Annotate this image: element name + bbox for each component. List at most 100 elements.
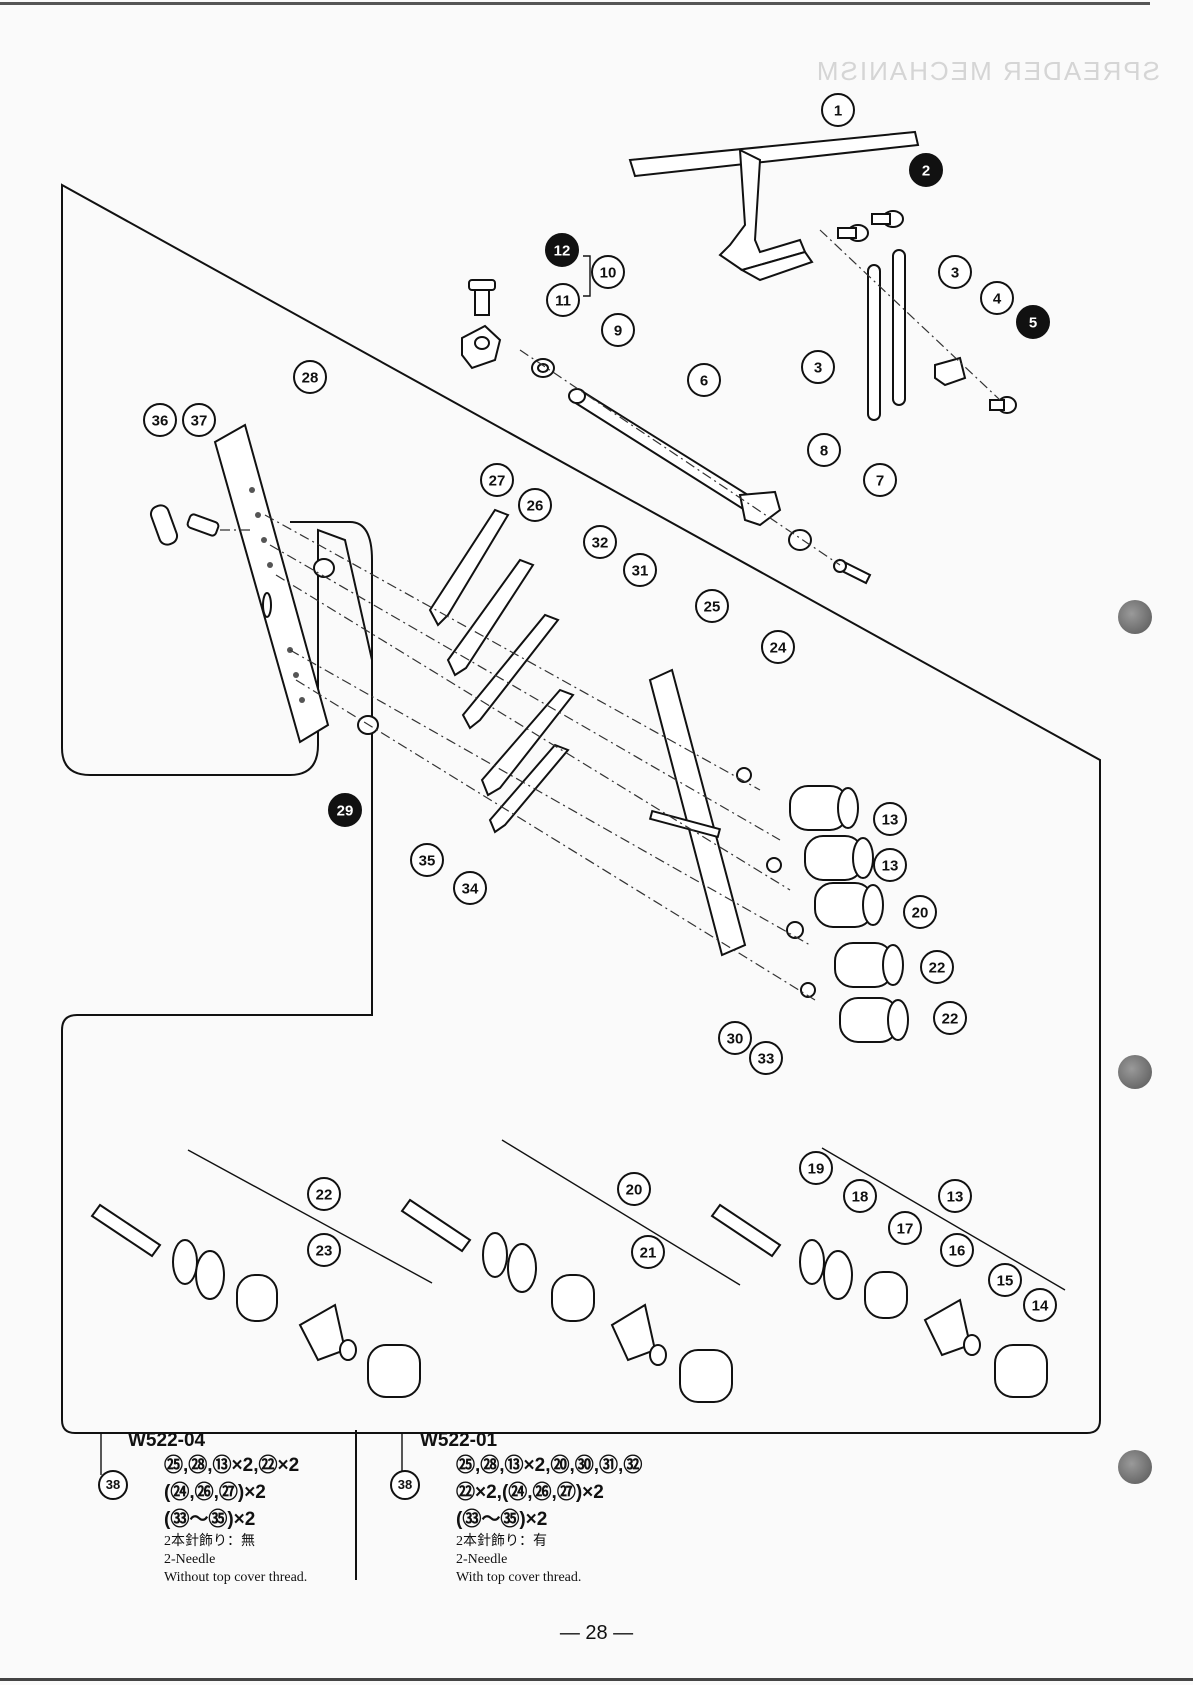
punch-hole <box>1118 1055 1152 1089</box>
callout-4: 4 <box>980 281 1014 315</box>
callout-2: 2 <box>909 153 943 187</box>
callout-17: 17 <box>888 1211 922 1245</box>
callout-15: 15 <box>988 1263 1022 1297</box>
callout-number: 9 <box>614 323 622 340</box>
callout-number: 30 <box>727 1031 744 1048</box>
callout-number: 28 <box>302 370 319 387</box>
callout-22: 22 <box>920 950 954 984</box>
callout-16: 16 <box>940 1233 974 1267</box>
callout-number: 12 <box>554 243 571 260</box>
callout-number: 27 <box>489 473 506 490</box>
callout-number: 34 <box>462 881 479 898</box>
needle-note: 2-Needle <box>164 1552 216 1567</box>
callout-number: 2 <box>922 163 930 180</box>
callout-22: 22 <box>933 1001 967 1035</box>
callout-12: 12 <box>545 233 579 267</box>
callout-number: 33 <box>758 1051 775 1068</box>
callout-1: 1 <box>821 93 855 127</box>
callout-number: 8 <box>820 443 828 460</box>
desc-note: With top cover thread. <box>456 1570 582 1585</box>
rods-part-3 <box>867 249 906 421</box>
parts-line: (㉝〜㉟)×2 <box>164 1509 256 1530</box>
assembly-dash-lines <box>220 229 1001 1001</box>
spring-part-36 <box>149 504 179 546</box>
parts-line: ㉕,㉘,⑬×2,⑳,㉚,㉛,㉜ <box>456 1455 643 1476</box>
guide-plate-part-25 <box>648 668 747 957</box>
tension-assemblies <box>736 767 909 1043</box>
screws-part-2 <box>837 210 904 242</box>
desc-note: Without top cover thread. <box>164 1570 308 1585</box>
callout-number: 15 <box>997 1273 1014 1290</box>
callout-5: 5 <box>1016 305 1050 339</box>
callout-32: 32 <box>583 525 617 559</box>
callout-23: 23 <box>307 1233 341 1267</box>
legend-w522-04: 38 W522-04 ㉕,㉘,⑬×2,㉒×2 (㉔,㉖,㉗)×2 (㉝〜㉟)×2… <box>98 1430 368 1587</box>
callout-34: 34 <box>453 871 487 905</box>
model-name: W522-04 <box>128 1430 206 1451</box>
washer-part-9 <box>531 358 555 378</box>
callout-number: 36 <box>152 413 169 430</box>
callout-number: 13 <box>882 858 899 875</box>
punch-hole <box>1118 1450 1152 1484</box>
callout-28: 28 <box>293 360 327 394</box>
block-part-11 <box>461 324 502 370</box>
legend-w522-01: 38 W522-01 ㉕,㉘,⑬×2,⑳,㉚,㉛,㉜ ㉒×2,(㉔,㉖,㉗)×2… <box>390 1430 740 1587</box>
callout-number: 25 <box>704 599 721 616</box>
exploded-tension-20 <box>400 1139 741 1403</box>
callout-30: 30 <box>718 1021 752 1055</box>
callout-3: 3 <box>801 350 835 384</box>
screw-part-12 <box>468 279 496 316</box>
callout-21: 21 <box>631 1235 665 1269</box>
callout-number: 6 <box>700 373 708 390</box>
callout-18: 18 <box>843 1179 877 1213</box>
callout-22: 22 <box>307 1177 341 1211</box>
callout-11: 11 <box>546 283 580 317</box>
model-name: W522-01 <box>420 1430 498 1451</box>
callout-number: 22 <box>316 1187 333 1204</box>
callout-20: 20 <box>903 895 937 929</box>
callout-number: 16 <box>949 1243 966 1260</box>
callout-35: 35 <box>410 843 444 877</box>
screw-upper <box>313 558 335 578</box>
callout-13: 13 <box>873 802 907 836</box>
callout-number: 3 <box>814 360 822 377</box>
callout-group: 1233456789101112131320222224252627282930… <box>143 93 1057 1322</box>
callout-38: 38 <box>390 1470 420 1500</box>
shaft-part-6 <box>568 388 782 527</box>
parts-line: (㉔,㉖,㉗)×2 <box>164 1482 266 1503</box>
callout-number: 24 <box>770 640 787 657</box>
callout-6: 6 <box>687 363 721 397</box>
jp-note: 2本針飾り：有 <box>456 1534 547 1549</box>
callout-number: 26 <box>527 498 544 515</box>
callout-number: 17 <box>897 1221 914 1238</box>
callout-number: 20 <box>912 905 929 922</box>
exploded-tension-22 <box>90 1149 433 1398</box>
parts-line: ㉕,㉘,⑬×2,㉒×2 <box>164 1455 300 1476</box>
callout-number: 19 <box>808 1161 825 1178</box>
callout-3: 3 <box>938 255 972 289</box>
callout-number: 22 <box>942 1011 959 1028</box>
callout-number: 29 <box>337 803 354 820</box>
parts-line: (㉝〜㉟)×2 <box>456 1509 548 1530</box>
bracket-10 <box>583 255 591 297</box>
callout-number: 14 <box>1032 1298 1049 1315</box>
callout-10: 10 <box>591 255 625 289</box>
callout-26: 26 <box>518 488 552 522</box>
callout-number: 35 <box>419 853 436 870</box>
callout-number: 1 <box>834 103 842 120</box>
legend-divider <box>355 1430 357 1580</box>
page-number: — 28 — <box>559 1622 634 1644</box>
callout-14: 14 <box>1023 1288 1057 1322</box>
spreader-levers <box>428 508 575 834</box>
callout-number: 3 <box>951 265 959 282</box>
callout-25: 25 <box>695 589 729 623</box>
jp-note: 2本針飾り：無 <box>164 1534 255 1549</box>
callout-number: 37 <box>191 413 208 430</box>
callout-number: 13 <box>947 1189 964 1206</box>
callout-36: 36 <box>143 403 177 437</box>
callout-20: 20 <box>617 1172 651 1206</box>
callout-27: 27 <box>480 463 514 497</box>
exploded-tension-13 <box>710 1147 1066 1398</box>
